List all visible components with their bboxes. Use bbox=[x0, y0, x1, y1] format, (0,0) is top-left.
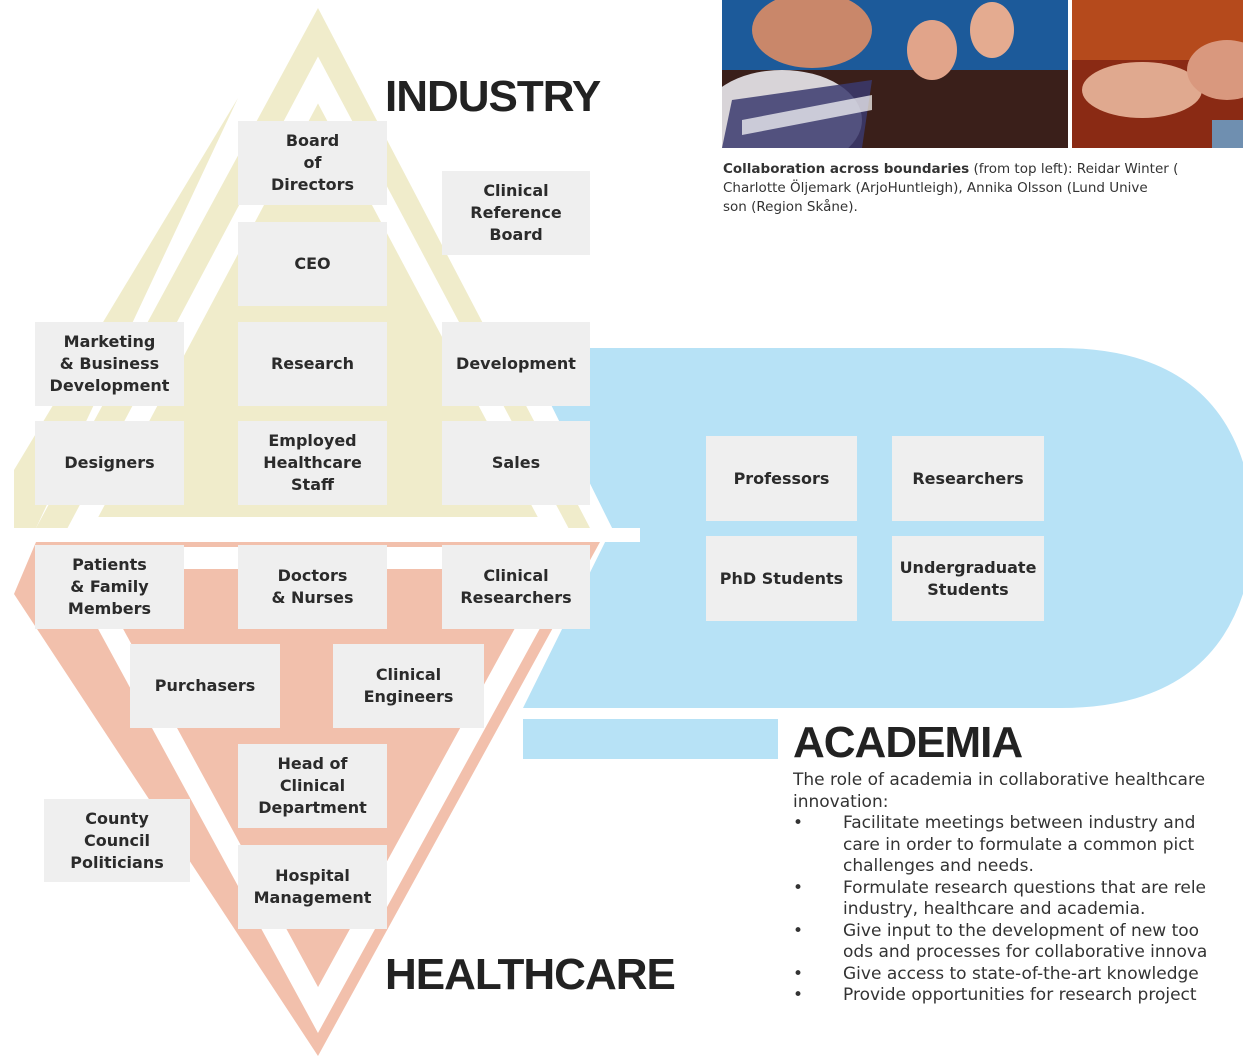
bullet-text: Facilitate meetings between industry and… bbox=[843, 813, 1196, 876]
professors-box: Professors bbox=[706, 436, 857, 521]
bullet-glyph: • bbox=[793, 920, 804, 941]
bullet-glyph: • bbox=[793, 813, 804, 833]
list-item: • Facilitate meetings between industry an… bbox=[793, 813, 1243, 878]
bullet-text: Provide opportunities for research proje… bbox=[843, 985, 1197, 1005]
caption-bold: Collaboration across boundaries bbox=[723, 161, 970, 177]
list-item: • Provide opportunities for research proj… bbox=[793, 985, 1243, 1007]
list-item: • Give input to the development of new to… bbox=[793, 921, 1243, 964]
healthcare-heading: HEALTHCARE bbox=[385, 950, 676, 999]
bullet-text: Give access to state-of-the-art knowledg… bbox=[843, 963, 1199, 984]
phd-students-box: PhD Students bbox=[706, 536, 857, 621]
designers-box: Designers bbox=[35, 421, 184, 505]
industry-triangle-back bbox=[14, 98, 238, 528]
academia-bar bbox=[523, 719, 778, 759]
bullet-glyph: • bbox=[793, 963, 804, 984]
clinical-engineers-box: Clinical Engineers bbox=[333, 644, 484, 728]
research-box: Research bbox=[238, 322, 387, 406]
ceo-box: CEO bbox=[238, 222, 387, 306]
doctors-nurses-box: Doctors & Nurses bbox=[238, 545, 387, 629]
researchers-box: Researchers bbox=[892, 436, 1044, 521]
photo-caption: Collaboration across boundaries (from to… bbox=[723, 160, 1243, 217]
clinical-reference-board-box: Clinical Reference Board bbox=[442, 171, 590, 255]
academia-heading: ACADEMIA bbox=[793, 718, 1023, 767]
academia-intro: The role of academia in collaborative he… bbox=[793, 770, 1206, 812]
undergraduate-box: Undergraduate Students bbox=[892, 536, 1044, 621]
clinical-researchers-box: Clinical Researchers bbox=[442, 545, 590, 629]
caption-line1: (from top left): Reidar Winter ( bbox=[969, 161, 1179, 177]
bullet-text: Give input to the development of new too… bbox=[843, 920, 1208, 963]
bullet-glyph: • bbox=[793, 877, 804, 898]
academia-shape bbox=[523, 348, 1243, 708]
list-item: • Give access to state-of-the-art knowled… bbox=[793, 964, 1243, 986]
academia-role-text: The role of academia in collaborative he… bbox=[793, 770, 1243, 1007]
academia-bullet-list: • Facilitate meetings between industry an… bbox=[793, 813, 1243, 1007]
development-box: Development bbox=[442, 322, 590, 406]
patients-box: Patients & Family Members bbox=[35, 545, 184, 629]
employed-staff-box: Employed Healthcare Staff bbox=[238, 421, 387, 505]
bullet-glyph: • bbox=[793, 985, 804, 1005]
sales-box: Sales bbox=[442, 421, 590, 505]
county-council-box: County Council Politicians bbox=[44, 799, 190, 882]
marketing-box: Marketing & Business Development bbox=[35, 322, 184, 406]
industry-separator bbox=[0, 528, 640, 542]
head-of-department-box: Head of Clinical Department bbox=[238, 744, 387, 828]
industry-heading: INDUSTRY bbox=[385, 72, 601, 121]
caption-line3: son (Region Skåne). bbox=[723, 199, 858, 215]
purchasers-box: Purchasers bbox=[130, 644, 280, 728]
caption-line2: Charlotte Öljemark (ArjoHuntleigh), Anni… bbox=[723, 180, 1148, 196]
bullet-text: Formulate research questions that are re… bbox=[843, 877, 1207, 920]
hospital-management-box: Hospital Management bbox=[238, 845, 387, 929]
board-of-directors-box: Board of Directors bbox=[238, 121, 387, 205]
list-item: • Formulate research questions that are r… bbox=[793, 878, 1243, 921]
collaboration-photos bbox=[722, 0, 1243, 148]
